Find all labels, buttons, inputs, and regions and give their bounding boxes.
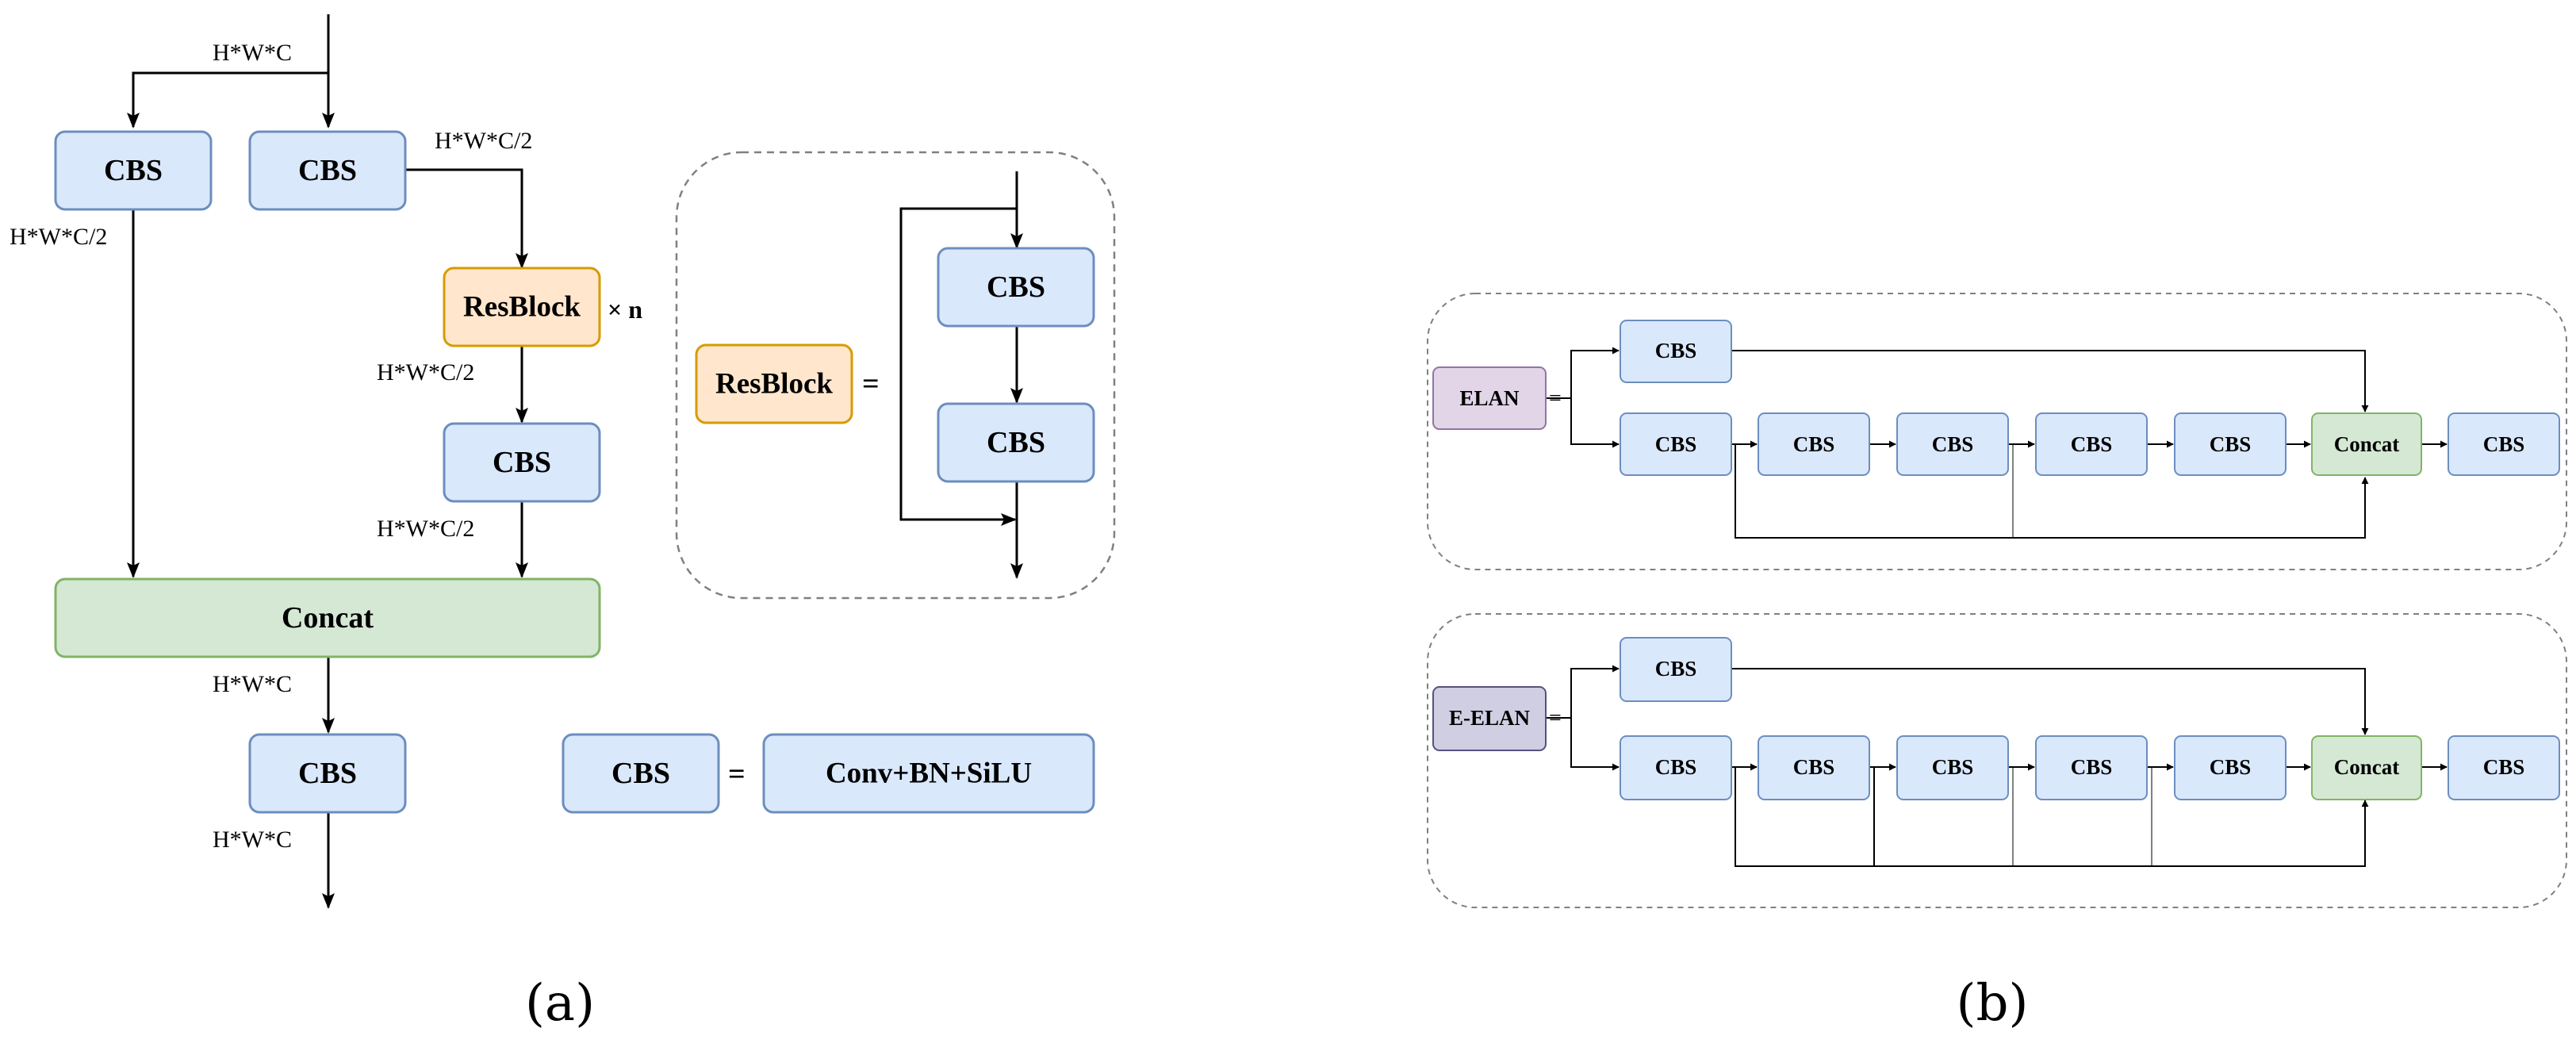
- cbs-def-box: CBS: [562, 733, 720, 814]
- elan-frame: [1427, 293, 2567, 570]
- elan-cbs-3-label: CBS: [1932, 432, 1974, 456]
- eelan-block: E-ELAN = CBS CBS CBS CBS CBS: [1427, 613, 2567, 908]
- eelan-cbs-5-label: CBS: [2210, 755, 2252, 779]
- elan-cbs-4: CBS: [2035, 412, 2148, 476]
- cbs-mid: CBS: [443, 422, 601, 503]
- cbs-definition: CBS = Conv+BN+SiLU: [562, 733, 1095, 814]
- dim-right-branch-label: H*W*C/2: [435, 128, 532, 154]
- cbs-bottom-label: CBS: [298, 757, 357, 790]
- elan-label: ELAN: [1459, 386, 1520, 410]
- elan-cbs-4-label: CBS: [2071, 432, 2113, 456]
- cbs-left-label: CBS: [104, 154, 163, 187]
- resblock-equals: =: [862, 367, 880, 401]
- elan-cbs-3: CBS: [1896, 412, 2009, 476]
- eelan-frame: [1427, 613, 2567, 908]
- eelan-concat: Concat: [2311, 735, 2422, 800]
- elan-cbs-5-label: CBS: [2210, 432, 2252, 456]
- panel-a-connectors: [127, 14, 528, 909]
- eelan-cbs-top: CBS: [1620, 637, 1732, 702]
- cbs-equals: =: [728, 758, 746, 791]
- eelan-cbs-4-label: CBS: [2071, 755, 2113, 779]
- eelan-cbs-out-label: CBS: [2483, 755, 2525, 779]
- resblock-definition-connectors: [899, 171, 1023, 579]
- dim-after-cbs-label: H*W*C/2: [377, 516, 474, 542]
- eelan-cbs-top-label: CBS: [1655, 657, 1697, 681]
- eelan-cbs-2-label: CBS: [1793, 755, 1835, 779]
- concat-main-label: Concat: [282, 601, 374, 635]
- elan-cbs-out: CBS: [2448, 412, 2560, 476]
- cbs-left: CBS: [54, 130, 213, 211]
- cbs-to-resblock-line: [403, 168, 528, 269]
- elan-equals: =: [1549, 386, 1562, 411]
- cbs-bottom: CBS: [248, 733, 407, 814]
- eelan-cbs-4: CBS: [2035, 735, 2148, 800]
- cbs-def-label: CBS: [611, 757, 670, 790]
- resblock-def-cbs-2: CBS: [937, 402, 1095, 483]
- elan-concat-label: Concat: [2334, 432, 2400, 456]
- eelan-cbs-3-label: CBS: [1932, 755, 1974, 779]
- resblock-def-label-box: ResBlock: [695, 343, 853, 424]
- elan-cbs-2-label: CBS: [1793, 432, 1835, 456]
- eelan-equals: =: [1549, 706, 1562, 731]
- eelan-concat-label: Concat: [2334, 755, 2400, 779]
- panel-a: CBS CBS ResBlock × n CBS Concat CBS H*W*…: [10, 14, 1116, 1033]
- concat-main: Concat: [54, 577, 601, 658]
- eelan-cbs-2: CBS: [1758, 735, 1870, 800]
- eelan-connectors: [1546, 665, 2448, 867]
- eelan-cbs-out: CBS: [2448, 735, 2560, 800]
- dim-input-label: H*W*C: [213, 40, 292, 66]
- resblock-definition: ResBlock = CBS CBS: [675, 151, 1116, 600]
- cbs-right: CBS: [248, 130, 407, 211]
- resblock-main: ResBlock: [443, 267, 601, 347]
- elan-cbs-top: CBS: [1620, 320, 1732, 383]
- eelan-cbs-5: CBS: [2174, 735, 2287, 800]
- elan-concat: Concat: [2311, 412, 2422, 476]
- cbs-mid-label: CBS: [493, 446, 551, 479]
- eelan-label-box: E-ELAN: [1432, 686, 1547, 751]
- resblock-def-cbs-1-label: CBS: [987, 270, 1045, 304]
- eelan-cbs-1: CBS: [1620, 735, 1732, 800]
- cbs-right-label: CBS: [298, 154, 357, 187]
- eelan-cbs-1-label: CBS: [1655, 755, 1697, 779]
- elan-connectors: [1546, 347, 2448, 539]
- repeat-n-label: × n: [608, 295, 642, 324]
- resblock-definition-frame: [675, 151, 1116, 600]
- conv-bn-silu-label: Conv+BN+SiLU: [826, 758, 1032, 790]
- dim-after-concat-label: H*W*C: [213, 671, 292, 697]
- elan-cbs-2: CBS: [1758, 412, 1870, 476]
- caption-a: (a): [525, 974, 595, 1033]
- elan-cbs-5: CBS: [2174, 412, 2287, 476]
- dim-output-label: H*W*C: [213, 827, 292, 853]
- caption-b: (b): [1957, 974, 2029, 1033]
- dim-after-resblock-label: H*W*C/2: [377, 359, 474, 385]
- elan-cbs-1-label: CBS: [1655, 432, 1697, 456]
- eelan-label: E-ELAN: [1449, 706, 1531, 730]
- eelan-cbs-3: CBS: [1896, 735, 2009, 800]
- resblock-main-label: ResBlock: [463, 291, 581, 324]
- resblock-def-label: ResBlock: [715, 368, 833, 401]
- dim-left-branch-label: H*W*C/2: [10, 224, 107, 250]
- elan-cbs-top-label: CBS: [1655, 339, 1697, 362]
- elan-cbs-out-label: CBS: [2483, 432, 2525, 456]
- elan-cbs-1: CBS: [1620, 412, 1732, 476]
- resblock-def-cbs-1: CBS: [937, 247, 1095, 328]
- conv-bn-silu-box: Conv+BN+SiLU: [762, 733, 1095, 814]
- panel-b: ELAN = CBS CBS CBS CBS CBS: [1427, 293, 2567, 1033]
- resblock-def-cbs-2-label: CBS: [987, 426, 1045, 459]
- split-left-line: [127, 71, 328, 128]
- elan-block: ELAN = CBS CBS CBS CBS CBS: [1427, 293, 2567, 570]
- elan-label-box: ELAN: [1432, 366, 1547, 430]
